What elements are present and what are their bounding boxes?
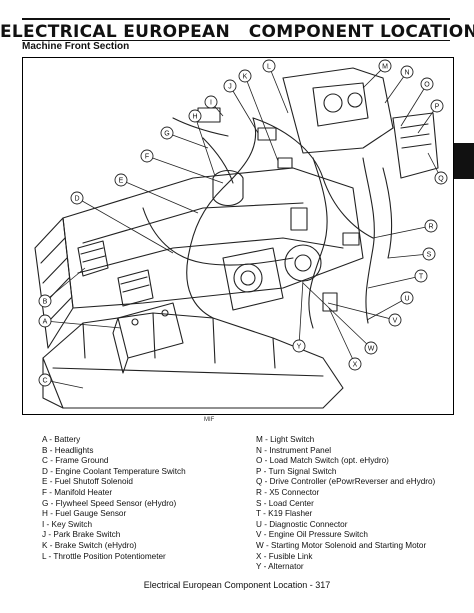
- svg-text:I: I: [210, 100, 212, 107]
- legend-item: I - Key Switch: [42, 519, 93, 529]
- callout-v: V: [327, 302, 402, 327]
- page-footer: Electrical European Component Location -…: [143, 580, 331, 590]
- legend-item: O - Load Match Switch (opt. eHydro): [256, 456, 389, 466]
- callout-w: W: [302, 282, 378, 355]
- svg-text:D: D: [74, 196, 79, 203]
- figure-code: MIF: [204, 417, 215, 423]
- legend-item: L - Throttle Position Potentiometer: [42, 551, 166, 561]
- svg-text:J: J: [228, 84, 232, 91]
- legend-item: W - Starting Motor Solenoid and Starting…: [256, 540, 427, 550]
- callout-x: X: [328, 307, 362, 371]
- legend-item: A - Battery: [42, 435, 81, 444]
- svg-text:A: A: [43, 319, 48, 326]
- callout-i: I: [204, 95, 224, 117]
- legend-item: P - Turn Signal Switch: [256, 466, 337, 476]
- legend-item: D - Engine Coolant Temperature Switch: [42, 466, 186, 476]
- legend-item: M - Light Switch: [256, 435, 315, 444]
- legend-item: K - Brake Switch (eHydro): [42, 540, 137, 550]
- svg-text:R: R: [428, 224, 433, 231]
- callout-k: K: [238, 69, 279, 162]
- svg-text:P: P: [435, 104, 440, 111]
- svg-text:X: X: [353, 362, 358, 369]
- svg-text:W: W: [368, 346, 375, 353]
- svg-text:C: C: [42, 378, 47, 385]
- callout-h: H: [188, 109, 216, 177]
- callout-f: F: [140, 149, 224, 184]
- legend-item: X - Fusible Link: [256, 551, 313, 561]
- callout-y: Y: [292, 279, 306, 353]
- callout-s: S: [387, 247, 436, 261]
- header-bottom-rule: [22, 40, 450, 41]
- legend-item: G - Flywheel Speed Sensor (eHydro): [42, 498, 177, 508]
- callout-l: L: [262, 59, 289, 114]
- component-legend-left: A - Battery B - Headlights C - Frame Gro…: [42, 435, 186, 562]
- svg-text:H: H: [192, 114, 197, 121]
- callout-j: J: [223, 79, 259, 134]
- legend-item: V - Engine Oil Pressure Switch: [256, 530, 368, 540]
- machine-front-illustration: A B C D E F G H I J K L M N O P Q R S T U V W X Y: [34, 59, 448, 409]
- legend-item: R - X5 Connector: [256, 487, 320, 497]
- page-title: ELECTRICAL EUROPEAN COMPONENT LOCATION: [0, 22, 474, 42]
- legend-item: Q - Drive Controller (ePowrReverser and …: [256, 477, 436, 487]
- svg-text:E: E: [119, 178, 124, 185]
- svg-text:S: S: [427, 252, 432, 259]
- component-legend-right: M - Light Switch N - Instrument Panel O …: [256, 435, 435, 573]
- svg-text:Q: Q: [438, 176, 444, 183]
- legend-item: S - Load Center: [256, 498, 314, 508]
- callout-n: N: [384, 65, 414, 104]
- callout-a: A: [38, 314, 122, 329]
- callout-m: M: [362, 59, 392, 89]
- svg-text:M: M: [382, 64, 388, 71]
- svg-text:V: V: [393, 318, 398, 325]
- svg-text:Y: Y: [297, 344, 302, 351]
- callout-u: U: [366, 291, 414, 321]
- section-heading: Machine Front Section: [22, 41, 130, 52]
- legend-item: U - Diagnostic Connector: [256, 519, 348, 529]
- legend-item: H - Fuel Gauge Sensor: [42, 509, 127, 519]
- callout-t: T: [367, 269, 428, 289]
- callout-q: Q: [427, 152, 448, 185]
- svg-text:B: B: [43, 299, 48, 306]
- svg-text:F: F: [145, 154, 149, 161]
- callout-d: D: [70, 191, 174, 254]
- callout-b: B: [38, 267, 86, 308]
- callout-r: R: [372, 219, 438, 239]
- svg-text:N: N: [404, 70, 409, 77]
- legend-item: J - Park Brake Switch: [42, 530, 121, 540]
- legend-item: T - K19 Flasher: [256, 509, 313, 519]
- callout-e: E: [114, 173, 199, 214]
- legend-item: Y - Alternator: [256, 562, 304, 572]
- callout-p: P: [417, 99, 444, 134]
- legend-item: E - Fuel Shutoff Solenoid: [42, 477, 133, 487]
- legend-item: B - Headlights: [42, 445, 94, 455]
- callout-o: O: [400, 77, 434, 127]
- callout-c: C: [38, 373, 84, 389]
- svg-text:L: L: [267, 64, 271, 71]
- header-top-rule: [22, 18, 450, 20]
- callout-g: G: [160, 126, 209, 149]
- svg-text:T: T: [419, 274, 424, 281]
- legend-item: C - Frame Ground: [42, 456, 109, 466]
- legend-item: F - Manifold Heater: [42, 487, 113, 497]
- svg-text:G: G: [164, 131, 169, 138]
- legend-item: N - Instrument Panel: [256, 445, 332, 455]
- svg-text:O: O: [424, 82, 430, 89]
- component-location-diagram: A B C D E F G H I J K L M N O P Q R S T U V W X Y: [22, 57, 454, 415]
- svg-text:K: K: [243, 74, 248, 81]
- svg-text:U: U: [404, 296, 409, 303]
